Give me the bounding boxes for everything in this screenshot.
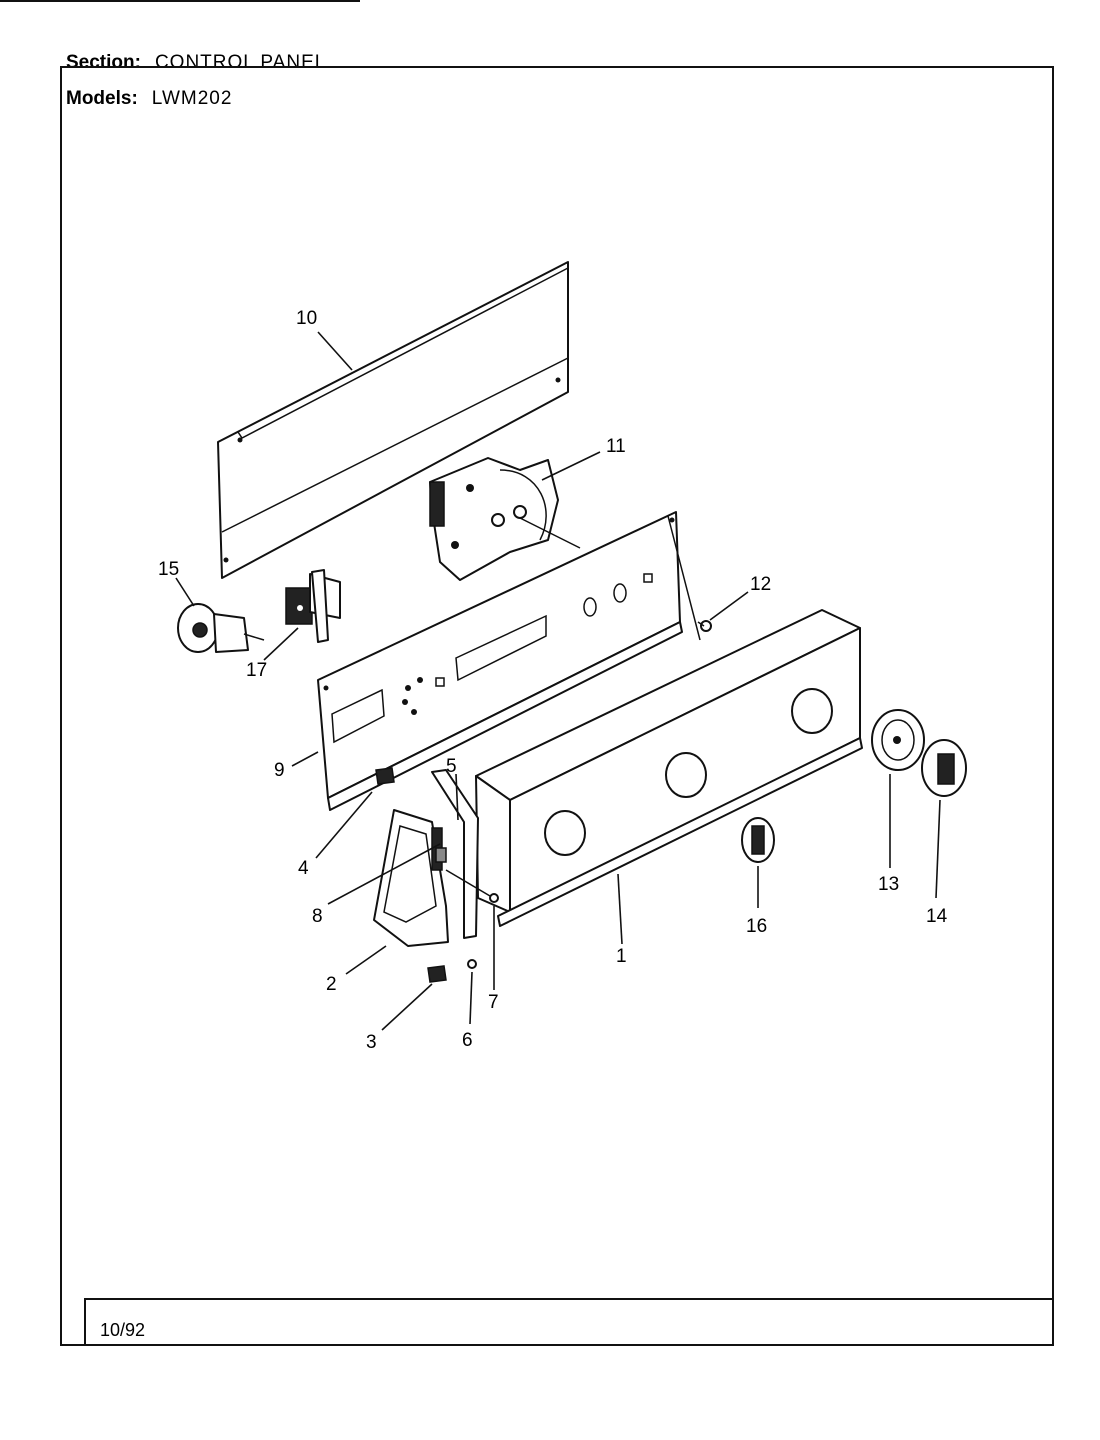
footer-left-rule xyxy=(84,1298,86,1346)
models-heading: Models: LWM202 xyxy=(66,88,232,110)
callout-7: 7 xyxy=(488,992,499,1013)
callout-10: 10 xyxy=(296,308,317,329)
part-1-console xyxy=(475,609,863,927)
callout-labels: 10 11 12 15 17 9 5 4 8 2 3 6 7 1 16 13 1… xyxy=(158,308,948,1053)
part-10-rear-shield xyxy=(217,261,569,579)
callout-11: 11 xyxy=(606,436,626,457)
callout-3: 3 xyxy=(366,1032,377,1053)
callout-2: 2 xyxy=(326,974,337,995)
part-2-end-cap xyxy=(373,809,449,947)
callout-14: 14 xyxy=(926,906,948,927)
part-13-bezel xyxy=(871,709,925,771)
part-5-trim xyxy=(431,769,479,939)
part-9-panel-bracket xyxy=(317,511,701,811)
callout-15: 15 xyxy=(158,559,179,580)
callout-17: 17 xyxy=(246,660,267,681)
callout-13: 13 xyxy=(878,874,899,895)
part-15-switch xyxy=(177,603,265,653)
callout-1: 1 xyxy=(616,946,627,967)
part-6-screw xyxy=(467,959,477,969)
part-12-screw xyxy=(697,620,712,632)
leader-lines xyxy=(175,331,941,1031)
callout-9: 9 xyxy=(274,760,285,781)
part-8-bracket xyxy=(435,847,447,863)
part-7-screw xyxy=(445,869,499,903)
callout-16: 16 xyxy=(746,916,767,937)
part-11-timer xyxy=(429,457,581,581)
callout-8: 8 xyxy=(312,906,323,927)
models-value: LWM202 xyxy=(151,88,233,109)
part-4-clip xyxy=(375,767,395,785)
models-label: Models: xyxy=(66,88,138,109)
diagram-frame xyxy=(60,66,1054,1346)
top-rule xyxy=(0,0,360,2)
callout-12: 12 xyxy=(750,574,771,595)
part-14-knob xyxy=(921,739,967,797)
callout-4: 4 xyxy=(298,858,309,879)
part-17-relay xyxy=(285,569,341,643)
callout-5: 5 xyxy=(446,756,457,777)
part-3-clip xyxy=(427,965,447,983)
callout-6: 6 xyxy=(462,1030,473,1051)
part-16-knob xyxy=(741,817,775,863)
revision-date: 10/92 xyxy=(100,1320,146,1340)
footer-rule xyxy=(84,1298,1054,1300)
